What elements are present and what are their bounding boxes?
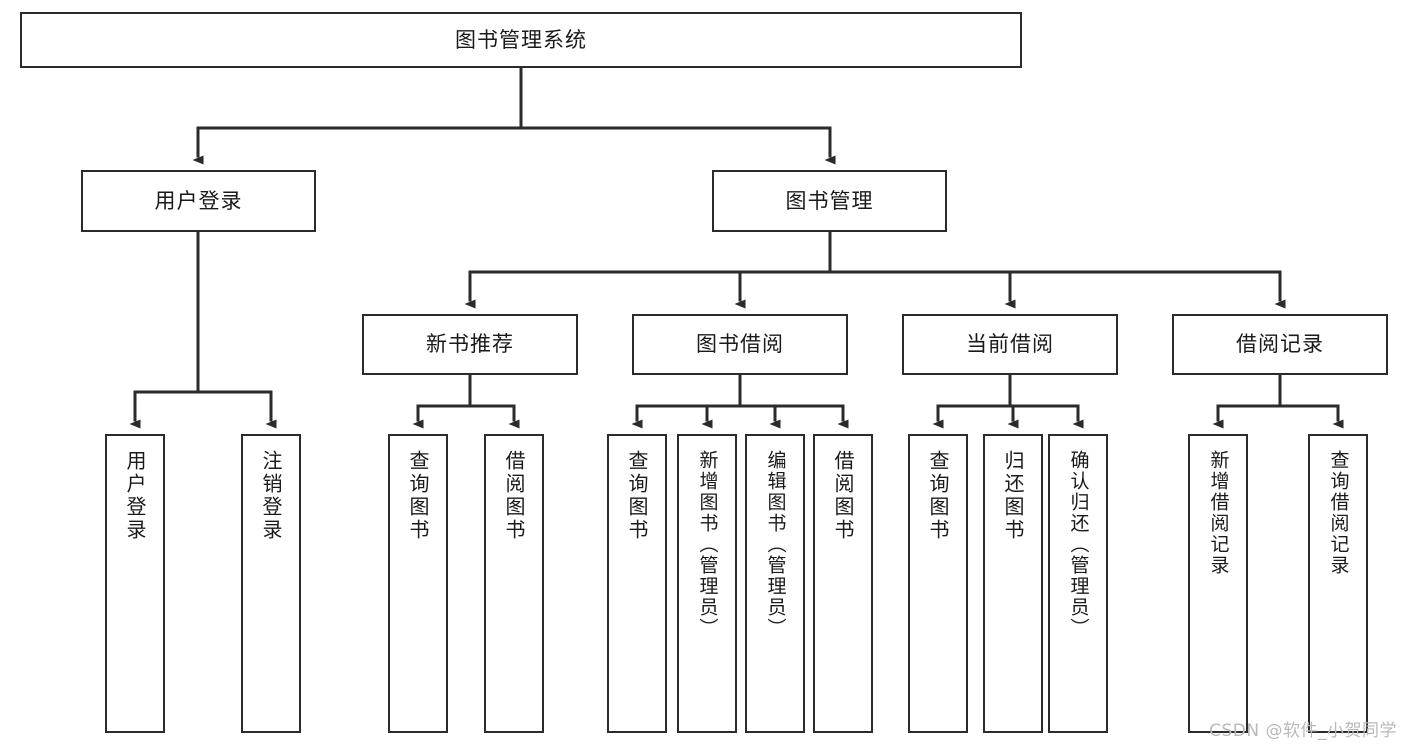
node-label: 编辑图书（管理员） — [764, 450, 787, 639]
node-leaf-logout[interactable]: 注销登录 — [241, 434, 301, 733]
node-book-borrow[interactable]: 图书借阅 — [632, 314, 848, 375]
node-label: 图书借阅 — [696, 332, 784, 357]
node-label: 图书管理系统 — [455, 27, 587, 52]
node-label: 新增借阅记录 — [1207, 450, 1230, 576]
node-label: 查询图书 — [625, 450, 649, 542]
edges-borrowrecord-to-leaves — [1212, 373, 1344, 429]
node-leaf-return-book[interactable]: 归还图书 — [983, 434, 1043, 733]
node-borrow-record[interactable]: 借阅记录 — [1172, 314, 1388, 375]
node-label: 借阅记录 — [1236, 332, 1324, 357]
node-leaf-query-borrow-record[interactable]: 查询借阅记录 — [1308, 434, 1368, 733]
node-label: 查询图书 — [926, 450, 950, 542]
node-label: 借阅图书 — [831, 450, 855, 542]
node-label: 注销登录 — [259, 450, 283, 542]
node-label: 新增图书（管理员） — [696, 450, 719, 639]
node-leaf-query-book-borrow[interactable]: 查询图书 — [607, 434, 667, 733]
node-label: 查询图书 — [406, 450, 430, 542]
edges-borrowbook-to-leaves — [631, 373, 849, 429]
node-book-management[interactable]: 图书管理 — [712, 170, 947, 232]
node-leaf-user-login[interactable]: 用户登录 — [105, 434, 165, 733]
node-label: 用户登录 — [123, 450, 147, 542]
edges-userlogin-to-leaves — [129, 230, 277, 429]
node-leaf-borrow-book-recommend[interactable]: 借阅图书 — [484, 434, 544, 733]
node-label: 当前借阅 — [966, 332, 1054, 357]
node-label: 归还图书 — [1001, 450, 1025, 542]
edges-currentborrow-to-leaves — [932, 373, 1084, 429]
node-label: 借阅图书 — [502, 450, 526, 542]
node-leaf-query-book-recommend[interactable]: 查询图书 — [388, 434, 448, 733]
node-user-login[interactable]: 用户登录 — [81, 170, 316, 232]
node-new-book-recommend[interactable]: 新书推荐 — [362, 314, 578, 375]
node-current-borrow[interactable]: 当前借阅 — [902, 314, 1118, 375]
node-label: 查询借阅记录 — [1327, 450, 1350, 576]
node-label: 新书推荐 — [426, 332, 514, 357]
node-label: 图书管理 — [785, 188, 874, 213]
node-label: 确认归还（管理员） — [1067, 450, 1090, 639]
edges-root-to-level2 — [192, 66, 836, 165]
node-leaf-add-book-admin[interactable]: 新增图书（管理员） — [677, 434, 737, 733]
node-leaf-confirm-return-admin[interactable]: 确认归还（管理员） — [1048, 434, 1108, 733]
node-label: 用户登录 — [154, 188, 243, 213]
edges-bookmgmt-to-level3 — [464, 230, 1286, 309]
node-leaf-borrow-book[interactable]: 借阅图书 — [813, 434, 873, 733]
node-leaf-edit-book-admin[interactable]: 编辑图书（管理员） — [745, 434, 805, 733]
watermark-text: CSDN @软件_小贺同学 — [1209, 721, 1397, 741]
node-leaf-add-borrow-record[interactable]: 新增借阅记录 — [1188, 434, 1248, 733]
node-leaf-query-book-current[interactable]: 查询图书 — [908, 434, 968, 733]
edges-newbook-to-leaves — [412, 373, 520, 429]
node-root-system[interactable]: 图书管理系统 — [20, 12, 1022, 68]
